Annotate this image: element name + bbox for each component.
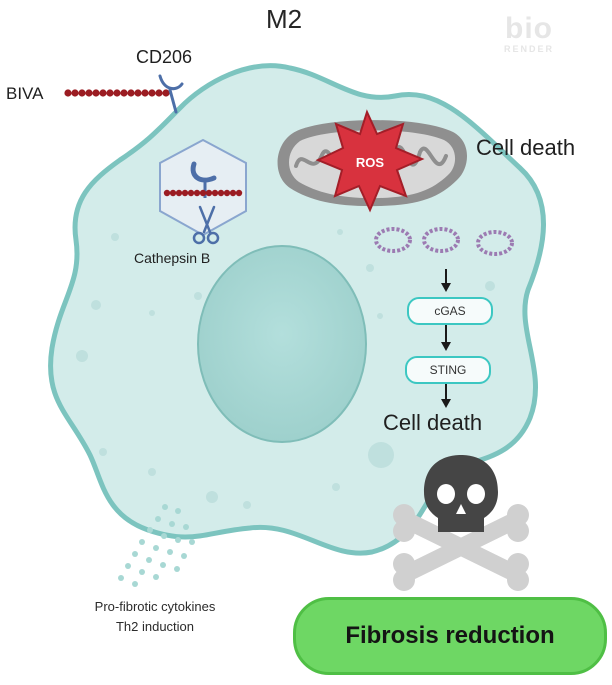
skull-crossbones-icon bbox=[393, 455, 529, 591]
scissors-icon bbox=[192, 205, 220, 245]
arrow-down-icon bbox=[441, 269, 451, 408]
biorender-watermark: bio RENDER bbox=[494, 12, 564, 55]
cd206-label: CD206 bbox=[136, 47, 193, 67]
biva-bead-chain bbox=[64, 89, 170, 97]
dna-fragment-icon bbox=[374, 227, 514, 256]
cell-death-mid-label: Cell death bbox=[383, 410, 483, 435]
nucleus bbox=[197, 245, 367, 443]
watermark-sub: RENDER bbox=[503, 44, 554, 54]
fibrosis-reduction-label: Fibrosis reduction bbox=[345, 622, 555, 649]
cgas-label: cGAS bbox=[434, 304, 466, 318]
cytokines-caption: Pro-fibrotic cytokines Th2 induction bbox=[50, 597, 260, 637]
cathepsin-b-label: Cathepsin B bbox=[134, 250, 211, 266]
cytokine-dots bbox=[118, 504, 195, 587]
sting-label: STING bbox=[429, 363, 467, 377]
sting-pill: STING bbox=[405, 356, 491, 384]
cytokines-line2: Th2 induction bbox=[115, 619, 195, 634]
cytokines-line1: Pro-fibrotic cytokines bbox=[94, 599, 216, 614]
cd206-receptor-icon bbox=[158, 74, 184, 114]
cgas-pill: cGAS bbox=[407, 297, 493, 325]
diagram-title: M2 bbox=[266, 4, 303, 34]
ros-label: ROS bbox=[356, 155, 385, 170]
endosome-biva-chain bbox=[163, 189, 243, 197]
cell-death-top-label: Cell death bbox=[476, 135, 576, 160]
ros-burst-icon bbox=[315, 109, 425, 213]
endosome-icon bbox=[159, 138, 247, 237]
fibrosis-reduction-box: Fibrosis reduction bbox=[293, 597, 607, 675]
watermark-word: bio bbox=[505, 12, 553, 45]
biva-label: BIVA bbox=[6, 84, 44, 103]
